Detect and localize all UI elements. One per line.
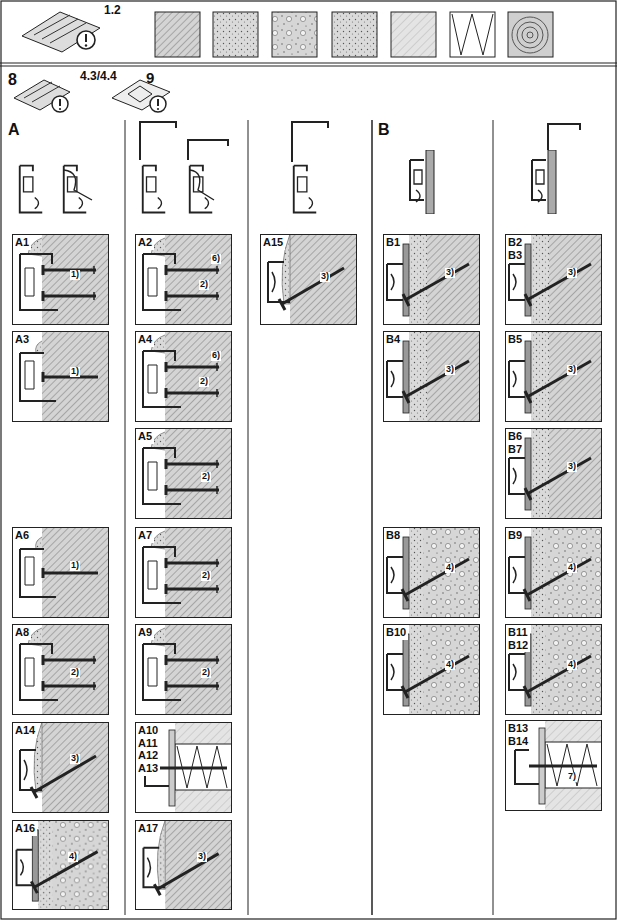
detail-panel: A2 6) 2): [135, 234, 232, 325]
callout-number: 4): [445, 660, 455, 670]
detail-panel: A4 6) 2): [135, 331, 232, 422]
detail-panel: A9 2): [135, 624, 232, 715]
callout-number: 2): [201, 472, 211, 482]
reference-number: 4.3/4.4: [80, 70, 117, 82]
detail-panel: B4 3): [383, 331, 480, 422]
detail-code: A9: [137, 626, 154, 640]
detail-illustrations: [16, 234, 602, 910]
detail-panel: B5 3): [505, 331, 602, 422]
detail-panel: A14 3): [12, 722, 109, 813]
callout-number: 3): [320, 272, 330, 282]
section-letter: A: [8, 122, 20, 138]
callout-number: 3): [197, 852, 207, 862]
callout-number: 3): [445, 365, 455, 375]
detail-code: B4: [385, 333, 402, 347]
detail-panel: B11 B12 4): [505, 624, 602, 715]
detail-code: B11 B12: [507, 626, 530, 652]
callout-number: 6): [211, 254, 221, 264]
callout-number: 3): [445, 268, 455, 278]
detail-code: A15: [262, 236, 285, 250]
detail-code: A4: [137, 333, 154, 347]
detail-code: A5: [137, 430, 154, 444]
detail-code: A17: [137, 822, 160, 836]
detail-panel: A8 2): [12, 624, 109, 715]
detail-code: B9: [507, 529, 524, 543]
callout-number: 3): [567, 462, 577, 472]
detail-code: A16: [14, 822, 37, 836]
profile-headers: [20, 122, 580, 214]
detail-panel: B9 4): [505, 527, 602, 618]
callout-number: 2): [199, 280, 209, 290]
callout-number: 3): [70, 754, 80, 764]
reference-number: 8: [8, 72, 17, 88]
detail-panel: B13 B14 7): [505, 720, 602, 811]
detail-code: A7: [137, 529, 154, 543]
detail-code: A2: [137, 236, 154, 250]
callout-number: 3): [567, 365, 577, 375]
reference-number: 1.2: [104, 4, 121, 16]
detail-panel: A3 1): [12, 331, 109, 422]
detail-code: A6: [14, 529, 31, 543]
detail-panel: A16 4): [12, 820, 109, 910]
detail-code: B10: [385, 626, 408, 640]
callout-number: 4): [567, 563, 577, 573]
callout-number: 6): [211, 351, 221, 361]
detail-code: B13 B14: [507, 722, 530, 748]
section-letter: B: [378, 122, 390, 138]
callout-number: 2): [70, 668, 80, 678]
callout-number: 2): [199, 377, 209, 387]
detail-code: B8: [385, 529, 402, 543]
callout-number: 2): [201, 668, 211, 678]
callout-number: 4): [68, 852, 78, 862]
warning-icons: [14, 12, 170, 112]
detail-panel: B1 3): [383, 234, 480, 325]
callout-number: 1): [70, 270, 80, 280]
detail-code: A1: [14, 236, 31, 250]
reference-number: 9: [146, 70, 154, 85]
detail-panel: B8 4): [383, 527, 480, 618]
detail-code: B6 B7: [507, 430, 524, 456]
callout-number: 1): [70, 561, 80, 571]
callout-number: 7): [567, 772, 577, 782]
callout-number: 1): [70, 367, 80, 377]
detail-panel: A17 3): [135, 820, 232, 910]
callout-number: 4): [445, 563, 455, 573]
detail-panel: A5 2): [135, 428, 232, 519]
detail-panel: B6 B7 3): [505, 428, 602, 519]
detail-panel: A7 2): [135, 527, 232, 618]
detail-panel: A1 1): [12, 234, 109, 325]
detail-code: A8: [14, 626, 31, 640]
detail-panel: A6 1): [12, 527, 109, 618]
callout-number: 2): [201, 571, 211, 581]
detail-code: B2 B3: [507, 236, 524, 262]
detail-code: A14: [14, 724, 37, 738]
detail-code: A3: [14, 333, 31, 347]
material-swatches: [155, 12, 553, 57]
detail-code: B1: [385, 236, 402, 250]
detail-panel: B10 4): [383, 624, 480, 715]
detail-panel: B2 B3 3): [505, 234, 602, 325]
detail-code: B5: [507, 333, 524, 347]
callout-number: 4): [567, 660, 577, 670]
detail-panel: A10 A11 A12 A13: [135, 722, 232, 813]
callout-number: 3): [567, 268, 577, 278]
detail-panel: A15 3): [260, 234, 357, 325]
detail-code: A10 A11 A12 A13: [137, 724, 160, 776]
